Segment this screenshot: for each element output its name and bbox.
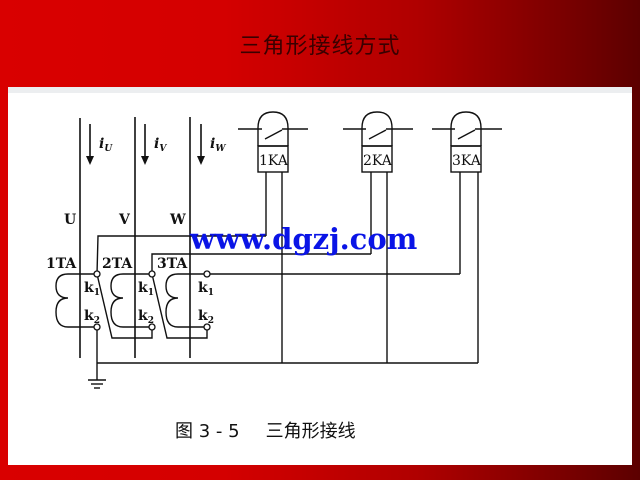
arrow-down-icon: [141, 156, 149, 165]
k2-label: k2: [84, 308, 100, 326]
k2-label: k2: [138, 308, 154, 326]
panel-top-border: [8, 87, 632, 93]
terminal-3ta-k1: [203, 270, 211, 278]
ct-label-3ta: 3TA: [157, 256, 188, 272]
terminal-1ta-k1: [93, 270, 101, 278]
k1-label: k1: [84, 280, 100, 298]
current-label-v: iV: [154, 136, 167, 154]
terminal-3ta-k2: [203, 323, 211, 331]
terminal-1ta-k2: [93, 323, 101, 331]
ct-label-2ta: 2TA: [102, 256, 133, 272]
k1-label: k1: [138, 280, 154, 298]
relay-label-3ka: 3KA: [452, 153, 482, 169]
diagram-panel: [8, 87, 632, 465]
k1-label: k1: [198, 280, 214, 298]
current-label-u: iU: [99, 136, 113, 154]
figure-number: 图 3 - 5: [175, 421, 240, 442]
terminal-2ta-k2: [148, 323, 156, 331]
arrow-down-icon: [197, 156, 205, 165]
ground-icon: [88, 379, 106, 389]
ct-label-1ta: 1TA: [46, 256, 77, 272]
relay-label-2ka: 2KA: [363, 153, 393, 169]
figure-title: 三角形接线: [265, 421, 356, 442]
phase-label-v: V: [118, 212, 131, 228]
phase-label-u: U: [64, 212, 76, 228]
terminal-2ta-k1: [148, 270, 156, 278]
figure-caption: 图 3 - 5 三角形接线: [175, 417, 356, 443]
k2-label: k2: [198, 308, 214, 326]
slide-title: 三角形接线方式: [239, 34, 401, 59]
current-label-w: iW: [210, 136, 226, 154]
watermark: www.dgzj.com: [190, 222, 418, 256]
relay-label-1ka: 1KA: [259, 153, 289, 169]
phase-label-w: W: [169, 212, 186, 228]
arrow-down-icon: [86, 156, 94, 165]
